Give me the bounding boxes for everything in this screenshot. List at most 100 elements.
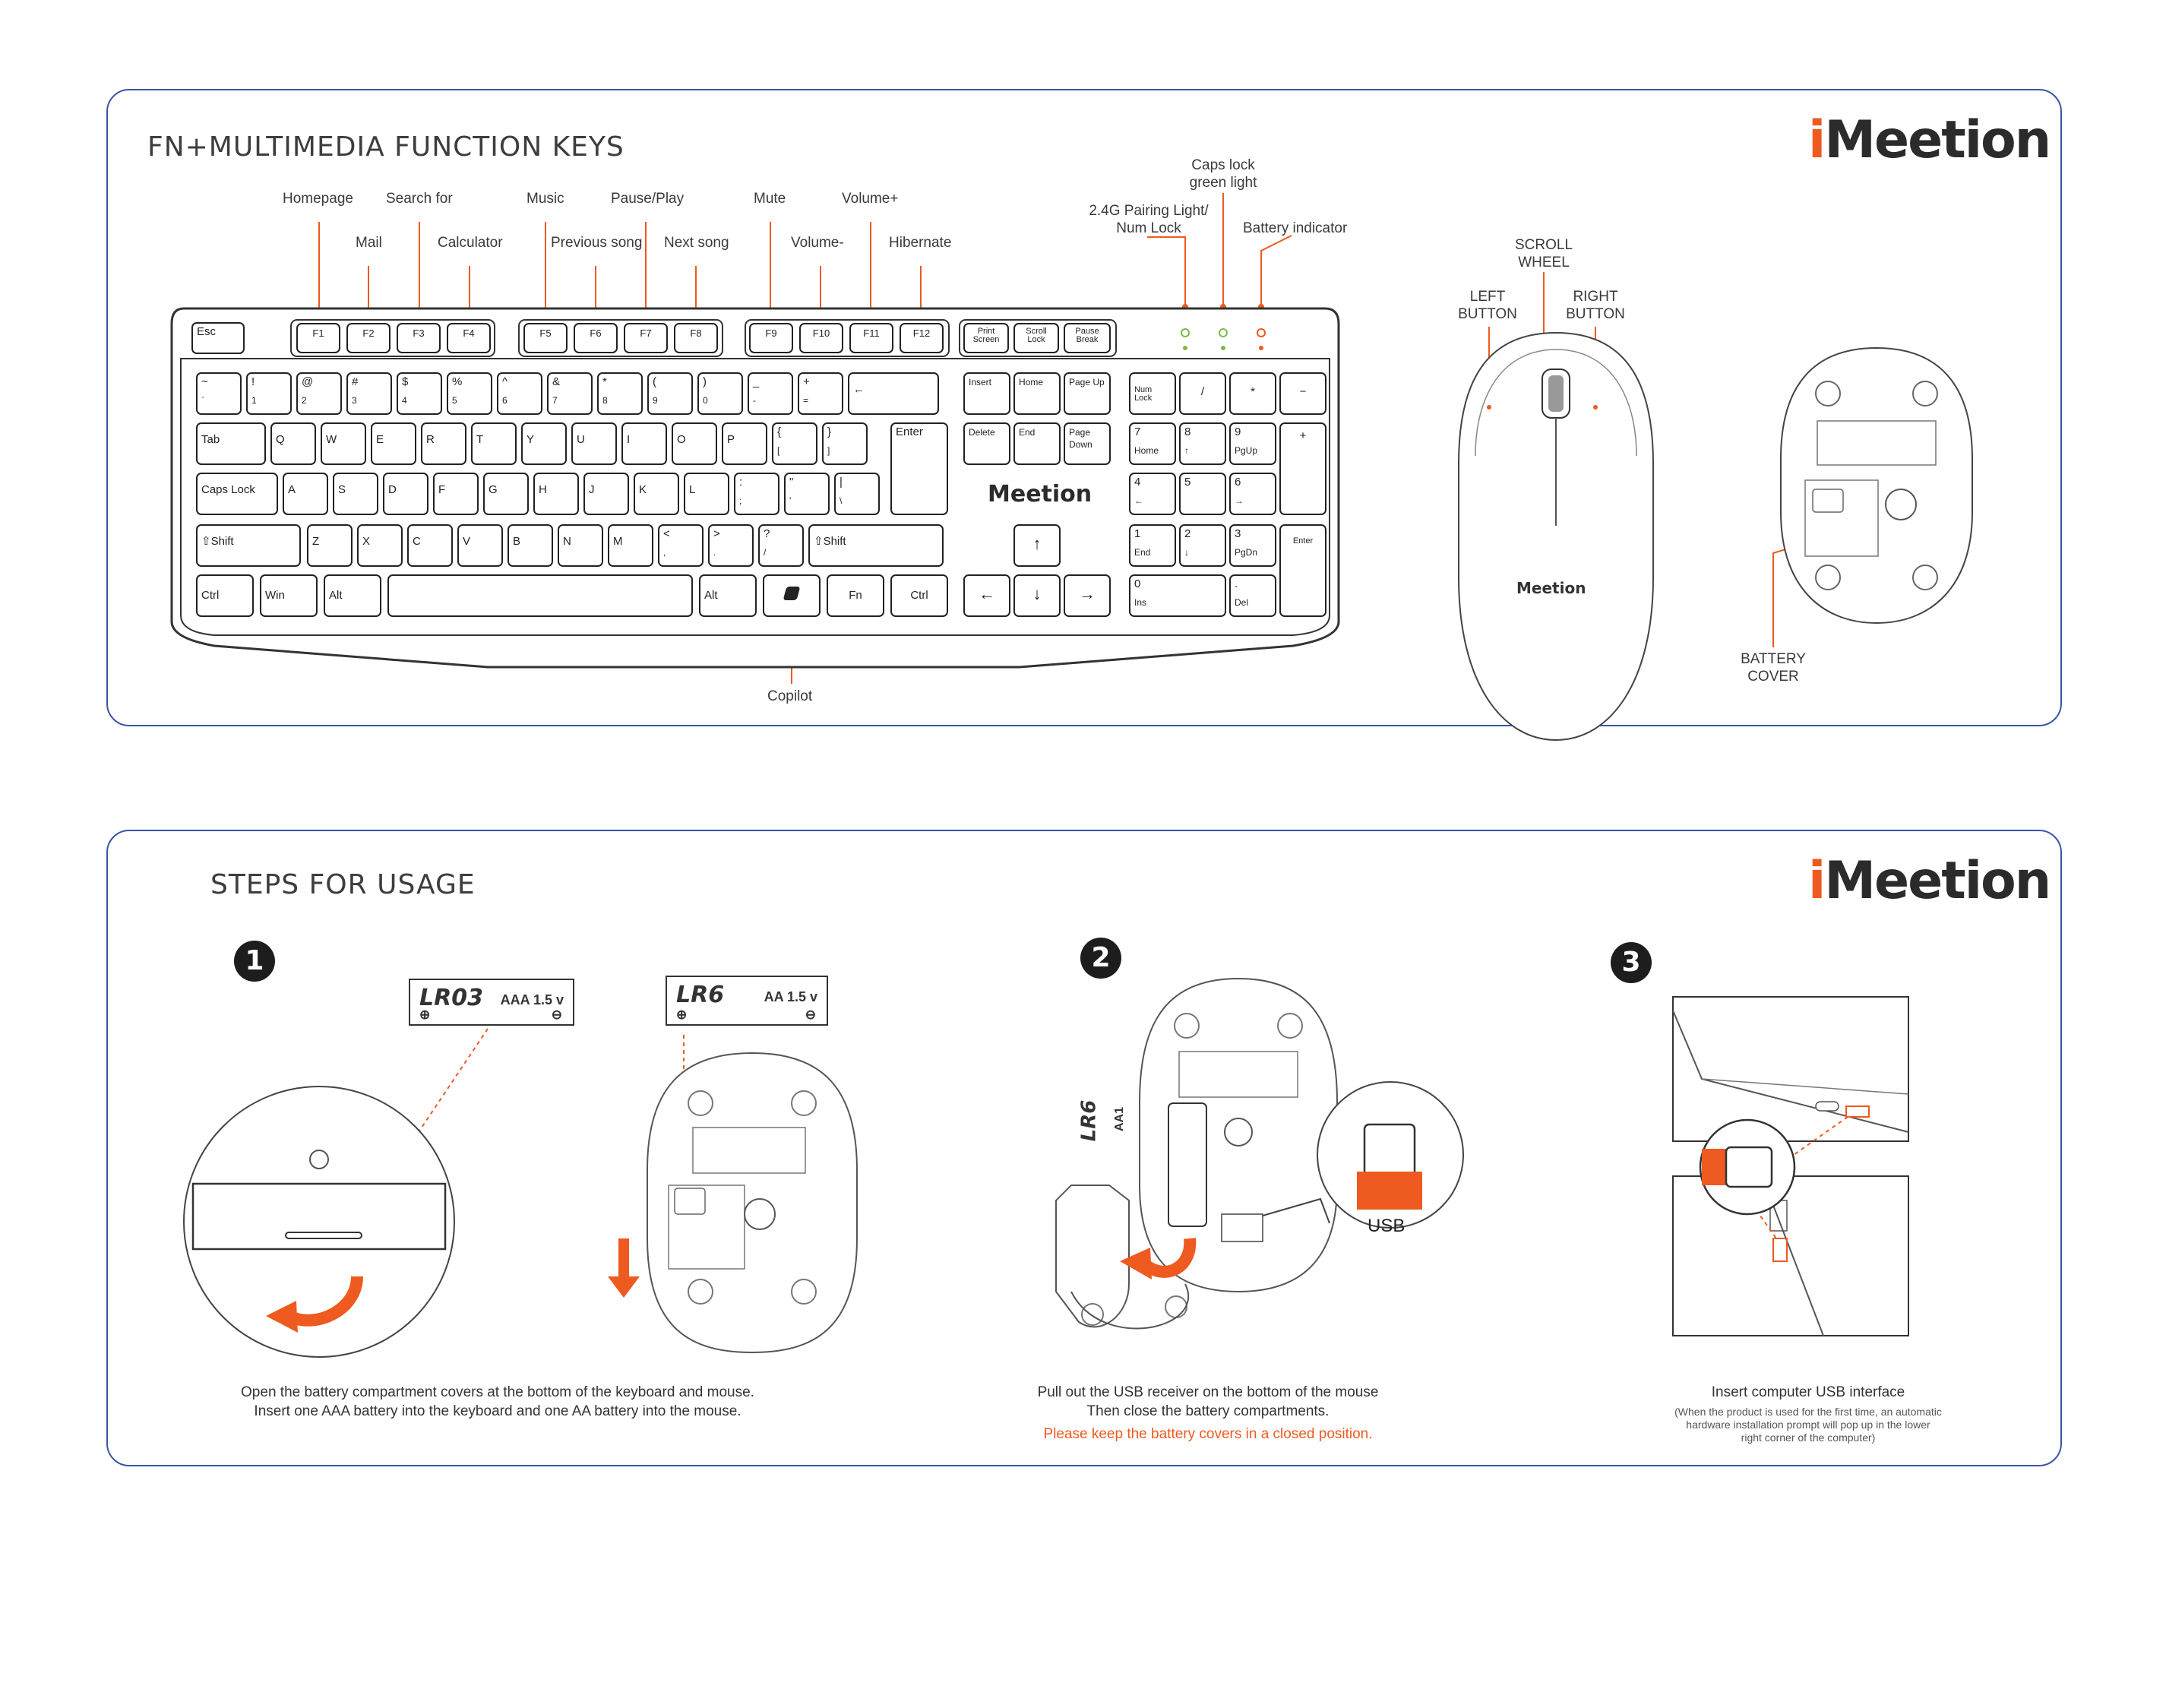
- key-h[interactable]: H: [533, 473, 579, 515]
- key-g[interactable]: G: [483, 473, 529, 515]
- key-num-4[interactable]: 4←: [1129, 473, 1176, 515]
- key-esc[interactable]: Esc: [191, 322, 245, 354]
- key-d[interactable]: D: [383, 473, 428, 515]
- key-q[interactable]: Q: [270, 422, 316, 465]
- key-num-5[interactable]: 5: [1179, 473, 1226, 515]
- key-e[interactable]: E: [371, 422, 416, 465]
- key-n1[interactable]: !1: [246, 372, 292, 415]
- key-right-ctrl[interactable]: Ctrl: [890, 574, 948, 617]
- key-w[interactable]: W: [321, 422, 366, 465]
- key-fn[interactable]: Fn: [827, 574, 884, 617]
- key-m[interactable]: M: [608, 524, 653, 567]
- key-i[interactable]: I: [621, 422, 667, 465]
- key-f5[interactable]: F5: [523, 323, 568, 353]
- key-arrow-left[interactable]: ←: [963, 574, 1010, 617]
- key-caps-lock[interactable]: Caps Lock: [196, 473, 278, 515]
- key-home[interactable]: Home: [1013, 372, 1061, 415]
- key-insert[interactable]: Insert: [963, 372, 1010, 415]
- key-num-lock[interactable]: Num Lock: [1129, 372, 1176, 415]
- key-n8[interactable]: *8: [597, 372, 643, 415]
- key-period[interactable]: >.: [708, 524, 754, 567]
- key-print-screen[interactable]: Print Screen: [963, 323, 1009, 353]
- key-p[interactable]: P: [722, 422, 767, 465]
- key-n7[interactable]: &7: [547, 372, 593, 415]
- key-n[interactable]: N: [558, 524, 603, 567]
- key-n4[interactable]: $4: [397, 372, 442, 415]
- key-f12[interactable]: F12: [900, 323, 944, 353]
- key-page-up[interactable]: Page Up: [1064, 372, 1111, 415]
- key-n2[interactable]: @2: [296, 372, 342, 415]
- key-a[interactable]: A: [283, 473, 328, 515]
- key-copilot[interactable]: [763, 574, 821, 617]
- key-f7[interactable]: F7: [624, 323, 668, 353]
- key-v[interactable]: V: [457, 524, 503, 567]
- key-left-shift[interactable]: ⇧Shift: [196, 524, 301, 567]
- key-semicolon[interactable]: :;: [734, 473, 779, 515]
- key-pause-break[interactable]: Pause Break: [1064, 323, 1111, 353]
- key-x[interactable]: X: [357, 524, 403, 567]
- key-end[interactable]: End: [1013, 422, 1061, 465]
- key-left-alt[interactable]: Alt: [324, 574, 381, 617]
- key-minus[interactable]: _-: [748, 372, 793, 415]
- key-num-enter[interactable]: Enter: [1279, 524, 1326, 617]
- key-b[interactable]: B: [508, 524, 553, 567]
- key-arrow-down[interactable]: ↓: [1013, 574, 1061, 617]
- key-num-divide[interactable]: /: [1179, 372, 1226, 415]
- key-left-ctrl[interactable]: Ctrl: [196, 574, 254, 617]
- key-backspace[interactable]: ←: [848, 372, 939, 415]
- key-f4[interactable]: F4: [447, 323, 491, 353]
- key-o[interactable]: O: [672, 422, 717, 465]
- key-num-multiply[interactable]: *: [1229, 372, 1276, 415]
- key-n3[interactable]: #3: [346, 372, 392, 415]
- key-k[interactable]: K: [634, 473, 679, 515]
- key-s[interactable]: S: [333, 473, 378, 515]
- key-comma[interactable]: <,: [658, 524, 704, 567]
- key-num-subtract[interactable]: −: [1279, 372, 1326, 415]
- key-scroll-lock[interactable]: Scroll Lock: [1013, 323, 1059, 353]
- key-backslash[interactable]: |\: [834, 473, 880, 515]
- key-arrow-up[interactable]: ↑: [1013, 524, 1061, 567]
- key-num-6[interactable]: 6→: [1229, 473, 1276, 515]
- key-left-bracket[interactable]: {[: [772, 422, 817, 465]
- key-u[interactable]: U: [571, 422, 617, 465]
- key-num-add[interactable]: +: [1279, 422, 1326, 515]
- key-l[interactable]: L: [684, 473, 729, 515]
- key-num-8[interactable]: 8↑: [1179, 422, 1226, 465]
- key-space[interactable]: [387, 574, 693, 617]
- key-t[interactable]: T: [471, 422, 517, 465]
- key-right-alt[interactable]: Alt: [699, 574, 757, 617]
- key-f2[interactable]: F2: [346, 323, 391, 353]
- key-r[interactable]: R: [421, 422, 466, 465]
- key-win[interactable]: Win: [260, 574, 318, 617]
- key-tilde[interactable]: ~`: [196, 372, 242, 415]
- key-tab[interactable]: Tab: [196, 422, 266, 465]
- key-f[interactable]: F: [433, 473, 479, 515]
- key-z[interactable]: Z: [307, 524, 353, 567]
- key-right-shift[interactable]: ⇧Shift: [808, 524, 944, 567]
- key-num-dot[interactable]: .Del: [1229, 574, 1276, 617]
- key-n6[interactable]: ^6: [497, 372, 542, 415]
- key-plus[interactable]: +=: [798, 372, 843, 415]
- key-f1[interactable]: F1: [296, 323, 340, 353]
- key-arrow-right[interactable]: →: [1064, 574, 1111, 617]
- key-enter[interactable]: Enter: [890, 422, 948, 515]
- key-slash[interactable]: ?/: [758, 524, 804, 567]
- key-n5[interactable]: %5: [447, 372, 492, 415]
- key-f6[interactable]: F6: [574, 323, 618, 353]
- key-f3[interactable]: F3: [397, 323, 441, 353]
- key-n9[interactable]: (9: [647, 372, 693, 415]
- key-f11[interactable]: F11: [849, 323, 893, 353]
- key-c[interactable]: C: [407, 524, 453, 567]
- key-y[interactable]: Y: [521, 422, 567, 465]
- key-j[interactable]: J: [583, 473, 629, 515]
- key-f8[interactable]: F8: [674, 323, 718, 353]
- key-f10[interactable]: F10: [799, 323, 843, 353]
- key-quote[interactable]: "': [784, 473, 830, 515]
- key-delete[interactable]: Delete: [963, 422, 1010, 465]
- key-num-2[interactable]: 2↓: [1179, 524, 1226, 567]
